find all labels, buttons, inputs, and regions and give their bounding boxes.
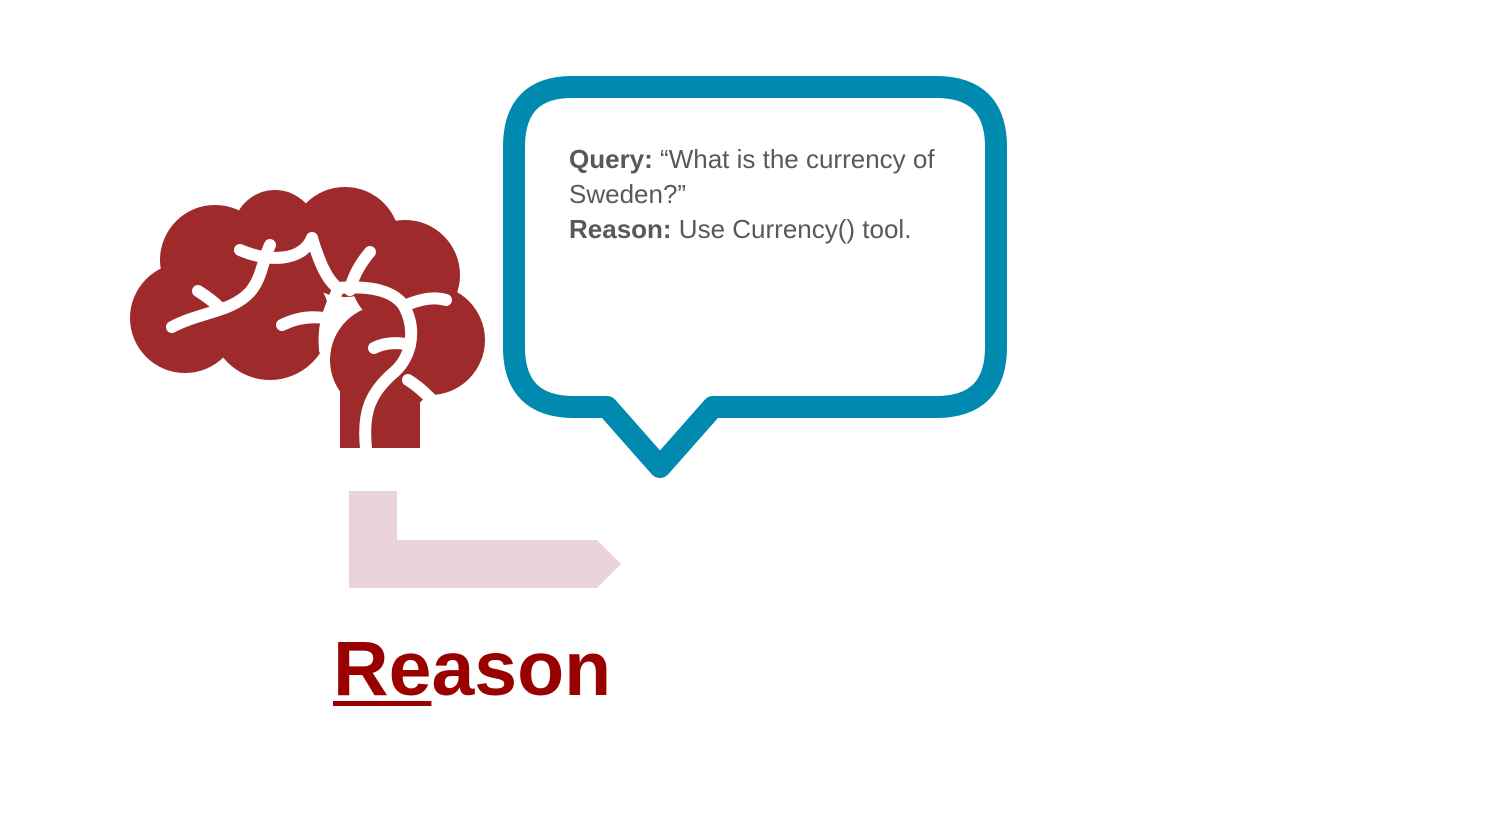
brain-icon — [130, 187, 485, 454]
query-text: “What is the currency of Sweden?” — [569, 144, 935, 209]
step-label: Reason — [333, 622, 611, 717]
query-label: Query: — [569, 144, 653, 174]
reason-text: Use Currency() tool. — [671, 214, 912, 244]
bubble-text: Query: “What is the currency of Sweden?”… — [569, 142, 969, 247]
step-label-rest: ason — [431, 626, 612, 712]
speech-bubble — [503, 76, 1007, 478]
elbow-arrow — [349, 491, 621, 588]
step-label-underlined: Re — [333, 626, 432, 712]
reason-label: Reason: — [569, 214, 672, 244]
